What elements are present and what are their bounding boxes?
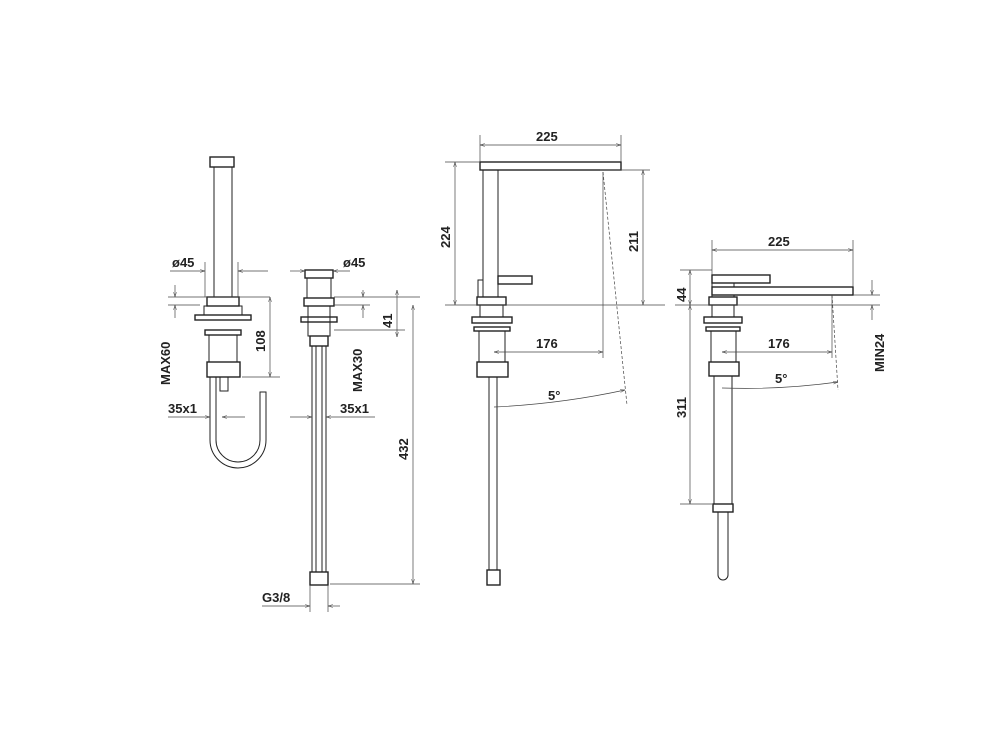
below-deck-label: 311 [674, 397, 689, 418]
low-spout-length-label: 225 [768, 234, 790, 249]
view-spray-unit: ø45 MAX60 108 35x1 [158, 156, 280, 469]
spray-height-label: 108 [253, 330, 268, 352]
supply-hose-length-label: 432 [396, 438, 411, 460]
low-angle-label: 5° [775, 371, 787, 386]
total-height-label: 224 [438, 226, 453, 248]
outlet-height-label: 211 [626, 231, 641, 252]
low-reach-label: 176 [768, 336, 790, 351]
spray-thread-label: 35x1 [168, 401, 197, 416]
outlet-min-label: MIN24 [872, 333, 887, 372]
supply-max-deck-label: MAX30 [350, 349, 365, 392]
reach-label: 176 [536, 336, 558, 351]
supply-thread-label: 35x1 [340, 401, 369, 416]
low-spout-height-label: 44 [674, 287, 689, 302]
spray-max-deck-label: MAX60 [158, 342, 173, 385]
view-mixer-side-low: 225 44 MIN24 311 176 5° [674, 234, 887, 581]
supply-top-height-label: 41 [380, 314, 395, 328]
angle-label: 5° [548, 388, 560, 403]
view-supply-unit: ø45 MAX30 41 432 35x1 G3/8 [262, 255, 420, 612]
view-mixer-side: 225 224 211 176 5° [438, 129, 665, 586]
spray-diameter-label: ø45 [172, 255, 194, 270]
supply-diameter-label: ø45 [343, 255, 365, 270]
spout-length-label: 225 [536, 129, 558, 144]
supply-connection-label: G3/8 [262, 590, 290, 605]
